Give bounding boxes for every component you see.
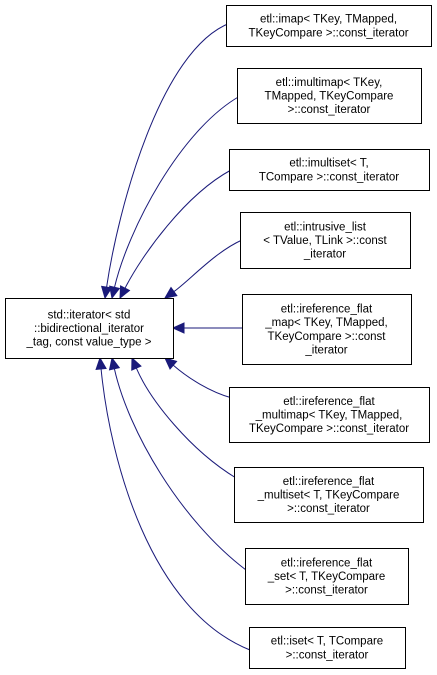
derived-class-node-label-line: TMapped, TKeyCompare [265, 91, 394, 103]
edge-line [124, 169, 232, 289]
arrowhead [95, 356, 107, 371]
derived-class-node-label-line: etl::imultiset< T, [289, 158, 368, 170]
derived-class-node-box [226, 5, 432, 47]
base-class-node-box [5, 298, 174, 359]
derived-class-node-box [229, 387, 430, 443]
base-class-node-label-line: std::iterator< std [48, 309, 131, 321]
derived-class-node[interactable]: etl::imultiset< T,TCompare >::const_iter… [229, 149, 430, 191]
derived-class-node-label-line: etl::imultimap< TKey, [276, 77, 383, 89]
derived-class-node-label-line: TKeyCompare >::const_iterator [248, 27, 408, 39]
derived-class-node-box [237, 68, 422, 124]
derived-class-node-box [245, 548, 409, 605]
derived-class-node[interactable]: etl::iset< T, TCompare>::const_iterator [249, 627, 406, 669]
derived-class-node-box [242, 294, 412, 365]
inheritance-edge [108, 356, 247, 571]
derived-class-node-label-line: >::const_iterator [285, 585, 368, 597]
arrowhead [171, 322, 185, 334]
arrowhead [164, 357, 178, 370]
edge-line [114, 95, 241, 288]
inheritance-edge [119, 169, 232, 300]
derived-class-node-label-line: _iterator [304, 344, 347, 356]
inheritance-edge [164, 357, 233, 399]
derived-class-node-label-line: >::const_iterator [288, 104, 371, 116]
derived-class-node-box [249, 627, 406, 669]
derived-class-node-label-line: etl::ireference_flat [283, 476, 375, 488]
derived-class-node[interactable]: etl::imap< TKey, TMapped,TKeyCompare >::… [226, 5, 432, 47]
derived-class-node-label-line: _map< TKey, TMapped, [264, 317, 387, 329]
derived-class-node-label-line: _iterator [303, 249, 346, 261]
base-class-node[interactable]: std::iterator< std::bidirectional_iterat… [5, 298, 174, 359]
derived-class-node-label-line: _set< T, TKeyCompare [267, 571, 386, 583]
derived-class-node-label-line: etl::iset< T, TCompare [271, 636, 383, 648]
arrowhead [164, 286, 178, 299]
edge-line [172, 364, 233, 399]
edge-line [100, 368, 251, 651]
derived-class-node-label-line: _multiset< T, TKeyCompare [257, 490, 400, 502]
arrowhead [109, 285, 121, 300]
edge-line [113, 368, 247, 571]
edge-line [106, 22, 231, 288]
arrowhead [119, 285, 131, 300]
derived-class-node-label-line: TKeyCompare >::const_iterator [249, 423, 409, 435]
derived-class-node-label-line: etl::ireference_flat [283, 396, 375, 408]
arrowhead [131, 356, 142, 371]
derived-class-node-label-line: TKeyCompare >::const [268, 331, 387, 343]
derived-class-node-box [229, 149, 430, 191]
edge-line [173, 239, 243, 292]
derived-class-node-label-line: etl::intrusive_list [284, 221, 367, 233]
inheritance-edge [171, 322, 242, 334]
derived-class-node[interactable]: etl::ireference_flat_set< T, TKeyCompare… [245, 548, 409, 605]
arrowhead [108, 356, 121, 371]
base-class-node-label-line: ::bidirectional_iterator [34, 323, 144, 335]
edge-line [135, 367, 237, 479]
derived-class-node-label-line: TCompare >::const_iterator [259, 171, 399, 183]
derived-class-node-label-line: < TValue, TLink >::const [263, 235, 387, 247]
inheritance-edge [95, 356, 251, 651]
base-class-node-label-line: _tag, const value_type > [26, 337, 152, 349]
inheritance-edge [100, 22, 231, 300]
inheritance-edge [109, 95, 241, 300]
derived-class-node[interactable]: etl::ireference_flat_map< TKey, TMapped,… [242, 294, 412, 365]
derived-class-node-box [234, 467, 424, 523]
derived-class-node-label-line: etl::ireference_flat [281, 304, 373, 316]
derived-class-node-box [240, 212, 411, 269]
derived-class-node-label-line: etl::ireference_flat [281, 557, 373, 569]
arrowhead [100, 285, 113, 300]
inheritance-edge [131, 356, 237, 479]
derived-class-node-label-line: _multimap< TKey, TMapped, [255, 410, 403, 422]
derived-class-node[interactable]: etl::ireference_flat_multiset< T, TKeyCo… [234, 467, 424, 523]
derived-class-node-label-line: etl::imap< TKey, TMapped, [260, 14, 397, 26]
inheritance-edge [164, 239, 243, 299]
derived-class-node[interactable]: etl::ireference_flat_multimap< TKey, TMa… [229, 387, 430, 443]
derived-class-node-label-line: >::const_iterator [286, 649, 369, 661]
derived-class-node[interactable]: etl::intrusive_list< TValue, TLink >::co… [240, 212, 411, 269]
derived-class-node-label-line: >::const_iterator [287, 503, 370, 515]
derived-class-node[interactable]: etl::imultimap< TKey,TMapped, TKeyCompar… [237, 68, 422, 124]
